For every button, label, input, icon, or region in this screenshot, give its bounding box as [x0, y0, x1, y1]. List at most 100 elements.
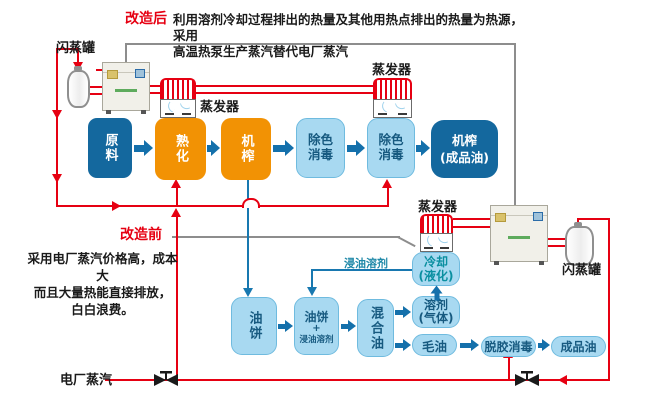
flash-tank1-label: 闪蒸罐 [56, 41, 96, 56]
heat-pump2-foot-left [494, 261, 499, 265]
heat-pump-1 [102, 62, 150, 114]
flash-tank2 [565, 226, 594, 266]
evaporator3-spray-box [420, 233, 453, 252]
red-pair-tank1-pump1-a [85, 86, 103, 88]
heat-pump1-top-panel [103, 63, 149, 73]
evaporator1-label: 蒸发器 [200, 100, 240, 115]
node-crude-oil: 毛油 [412, 334, 457, 356]
arrowhead-left-vertical-1 [52, 110, 62, 119]
red-stub-pump1 [96, 69, 104, 71]
node-ripen: 熟化 [155, 118, 206, 180]
node-solvent-gas: 溶剂(气体) [412, 296, 460, 328]
red-pair-tank1-pump1-b [85, 93, 103, 95]
red-header-segment-1 [56, 205, 244, 207]
flow-arrow-mix-mixedoil [341, 320, 356, 332]
evaporator3-coil [420, 214, 453, 234]
power-steam-label: 电厂蒸汽 [60, 373, 113, 388]
node-press: 机榨 [221, 118, 271, 180]
arrowhead-into-ripen [171, 179, 181, 188]
arrowhead-into-cake [243, 288, 253, 297]
after-retrofit-text: 利用溶剂冷却过程排出的热量及其他用热点排出的热量为热源，采用 高温热泵生产蒸汽替… [173, 12, 524, 59]
red-pair-evap3-pump2-a [453, 218, 490, 220]
red-pipe-top-elbow [56, 48, 79, 50]
red-branch-degum [508, 357, 510, 379]
heat-pump-2 [490, 205, 548, 265]
flow-arrow-degum-product [538, 339, 550, 351]
flow-arrow-mixedoil-solventgas [395, 306, 411, 318]
flow-arrow-ripen-press [207, 140, 220, 156]
node-degum-disinfect: 脱胶消毒 [481, 336, 536, 357]
flow-arrow-crude-degum [460, 339, 479, 351]
heat-pump2-top-panel [491, 206, 547, 216]
flow-arrow-cake-mix [278, 320, 293, 332]
gray-pipe-pump1-top [125, 43, 127, 63]
red-pair-evap3-pump2-b [453, 226, 490, 228]
red-pair-pump2-tank2-a [548, 238, 567, 240]
flash-tank2-label: 闪蒸罐 [562, 263, 602, 278]
evaporator2-spray-box [373, 99, 412, 118]
red-steam-line-a [150, 85, 412, 87]
red-tank2-top-horizontal [577, 218, 610, 220]
heat-pump2-logo [508, 236, 530, 240]
arrowhead-merge-up [171, 208, 181, 217]
blue-pipe-solvent-return-h [311, 269, 414, 271]
evaporator3-label: 蒸发器 [418, 200, 458, 215]
solvent-line-label: 浸油溶剂 [344, 257, 388, 270]
arrowhead-left-vertical-2 [52, 174, 62, 183]
red-pipe-left-vertical [56, 48, 58, 206]
evaporator1-spray-box [160, 99, 196, 118]
heat-pump1-logo [115, 88, 137, 92]
evaporator2-label: 蒸发器 [372, 63, 412, 78]
red-over-blue-hop [242, 198, 260, 208]
flow-arrow-raw-ripen [134, 140, 153, 156]
flow-arrow-decolor2-product [416, 140, 430, 156]
evaporator1-coil [160, 78, 196, 100]
gray-pipe-top-horizontal [125, 43, 516, 45]
node-product-oil: 成品油 [551, 336, 606, 357]
heat-pump1-vent [135, 69, 145, 78]
flow-arrow-decolor1-decolor2 [347, 140, 365, 156]
heat-pump1-label-tag [107, 70, 118, 79]
before-retrofit-text: 采用电厂蒸汽价格高，成本大 而且大量热能直接排放， 白白浪费。 [27, 251, 178, 317]
red-steam-line-b [150, 92, 412, 94]
before-retrofit-label: 改造前 [120, 227, 162, 243]
node-cooling-liquefy: 冷却(液化) [412, 252, 460, 286]
flow-arrow-press-decolor1 [273, 140, 294, 156]
red-header-segment-2 [257, 205, 389, 207]
arrowhead-into-cakemix [307, 287, 317, 296]
node-press-product: 机榨(成品油) [431, 120, 498, 178]
red-right-vertical [608, 218, 610, 381]
node-decolor-1: 除色消毒 [296, 118, 345, 178]
arrowhead-into-decolor2 [382, 179, 392, 188]
heat-pump1-foot-right [141, 110, 146, 114]
after-retrofit-label: 改造后 [125, 11, 167, 27]
before-callout-line-slant [397, 236, 416, 248]
heat-pump2-foot-right [539, 261, 544, 265]
red-branch-power-steam [176, 217, 178, 380]
gray-pipe-pump2-top [514, 43, 516, 205]
flow-arrow-mixedoil-crude [395, 339, 411, 351]
heat-pump2-vent [533, 212, 543, 221]
flow-arrow-solventgas-cooling [430, 285, 443, 301]
node-oil-cake: 油饼 [231, 297, 277, 355]
blue-pipe-solvent-return-v [311, 269, 313, 289]
flash-tank2-nozzle [574, 222, 582, 227]
node-decolor-2: 除色消毒 [367, 118, 415, 178]
red-branch-decolor2 [387, 186, 389, 207]
arrowhead-bottom-leftflow [558, 375, 567, 385]
node-raw-material: 原料 [88, 118, 132, 178]
red-bottom-main [105, 379, 610, 381]
red-branch-ripen [176, 186, 178, 206]
flash-tank1 [67, 70, 90, 108]
heat-pump2-label-tag [495, 213, 506, 222]
node-cake-solvent-mix: 油饼 + 浸油溶剂 [294, 297, 339, 355]
arrowhead-header-right [112, 201, 121, 211]
before-callout-line [172, 236, 400, 238]
red-pair-pump2-tank2-b [548, 245, 567, 247]
heat-pump1-foot-left [106, 110, 111, 114]
node-mixed-oil: 混合油 [357, 299, 394, 357]
valve-power-steam-left [154, 371, 178, 386]
valve-power-steam-right [515, 371, 539, 386]
red-pipe-into-tank1 [77, 50, 79, 63]
